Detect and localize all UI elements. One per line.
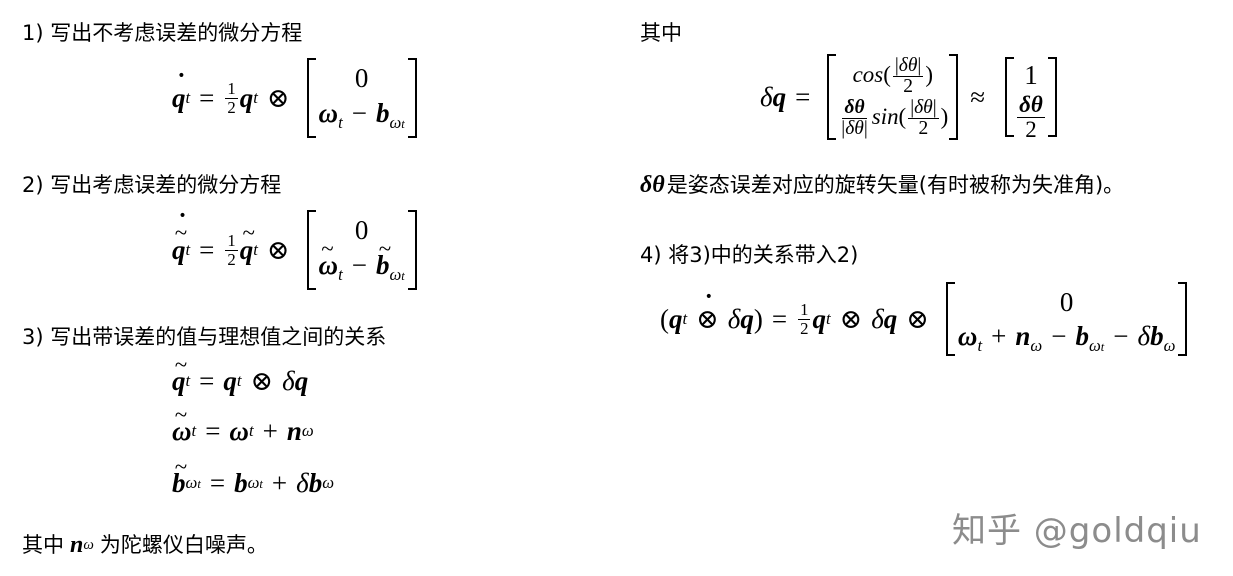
dtheta-description-text: 是姿态误差对应的旋转矢量(有时被称为失准角)。 [666,173,1125,197]
equation-1: qt = 12 qt ⊗ 0 ωt−bωt [172,58,417,138]
dtheta-description: δθ 是姿态误差对应的旋转矢量(有时被称为失准角)。 [640,172,1124,198]
watermark: 知乎 @goldqiu [952,511,1202,551]
section-2-title: 2) 写出考虑误差的微分方程 [22,173,282,197]
right-intro: 其中 [640,21,682,45]
dtheta-symbol: δθ [640,172,665,198]
equation-3c: bωt = bωt + δbω [172,456,334,497]
section-3-title: 3) 写出带误差的值与理想值之间的关系 [22,325,387,349]
equation-2: qt = 12 qt ⊗ 0 ωt−bωt [172,210,417,290]
equation-3a: qt = qt ⊗ δq [172,354,308,395]
section-4-title: 4) 将3)中的关系带入2) [640,243,859,267]
section-1-title: 1) 写出不考虑误差的微分方程 [22,21,303,45]
noise-note-suffix: 为陀螺仪白噪声。 [99,533,268,557]
noise-note-prefix: 其中 [22,533,64,557]
equation-3b: ωt = ωt + nω [172,404,314,445]
